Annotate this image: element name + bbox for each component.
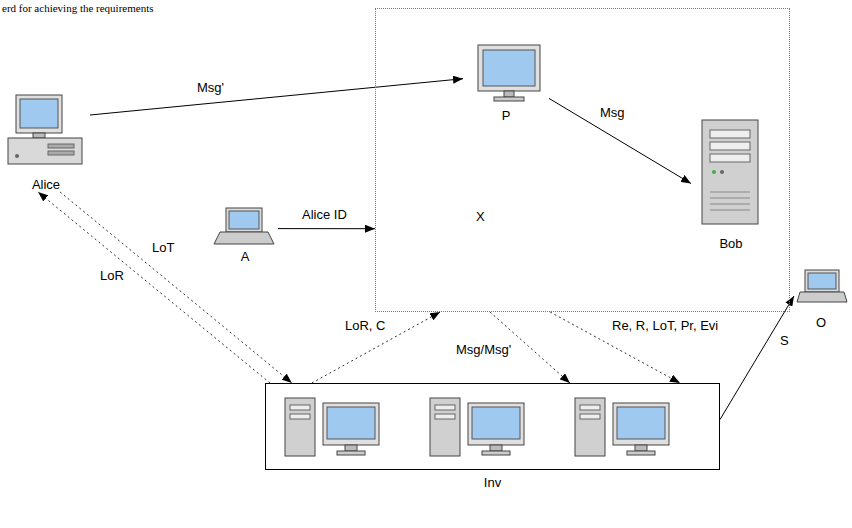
node-label: P xyxy=(502,108,511,123)
dotted-arrow xyxy=(38,192,270,383)
node-label: Bob xyxy=(719,236,742,251)
laptop-icon xyxy=(797,270,847,302)
label-anchor: Msg/Msg' xyxy=(454,342,513,357)
edge-label: S xyxy=(778,333,791,348)
dotted-arrow xyxy=(60,192,292,383)
computer-node: Alice xyxy=(2,92,90,192)
solid-arrow xyxy=(720,296,794,419)
desktop-icon xyxy=(8,95,82,164)
monitor-icon xyxy=(478,45,540,101)
zone-box: X P Bob xyxy=(375,8,790,312)
edge-label: LoT xyxy=(150,240,176,255)
laptop-node: O xyxy=(794,266,848,330)
label-anchor: LoR xyxy=(98,268,126,283)
edge-label: Msg xyxy=(598,105,627,120)
label-anchor: Msg xyxy=(598,105,627,120)
edge-label: LoR, C xyxy=(343,318,387,333)
server-node: Bob xyxy=(691,116,771,251)
dotted-arrow xyxy=(312,312,440,383)
node-label: Alice xyxy=(32,177,60,192)
label-anchor: LoR, C xyxy=(343,318,387,333)
caption-fragment: erd for achieving the requirements xyxy=(2,2,154,15)
edge-label: Re, R, LoT, Pr, Evi xyxy=(610,318,720,333)
label-anchor: Re, R, LoT, Pr, Evi xyxy=(610,318,720,333)
node-label: Inv xyxy=(484,475,501,490)
solid-arrow xyxy=(278,228,375,229)
solid-arrow xyxy=(549,98,691,183)
label-anchor: Msg' xyxy=(195,80,226,95)
edge-label: Alice ID xyxy=(300,207,349,222)
solid-arrow xyxy=(90,79,463,115)
computer-node: P xyxy=(463,41,549,123)
laptop-node: A xyxy=(212,205,278,264)
label-anchor: LoT xyxy=(150,240,176,255)
node-label: O xyxy=(816,315,826,330)
edge-label: Msg/Msg' xyxy=(454,342,513,357)
server-icon xyxy=(702,120,758,224)
server-monitor-icons xyxy=(285,398,669,456)
label-anchor: S xyxy=(778,333,791,348)
node-label: X xyxy=(476,209,485,224)
server-group-box: Inv xyxy=(265,383,720,470)
label-anchor: erd for achieving the requirements xyxy=(2,2,154,15)
label-anchor: Alice ID xyxy=(300,207,349,222)
laptop-icon xyxy=(214,208,274,244)
node-label: A xyxy=(241,249,250,264)
edge-label: Msg' xyxy=(195,80,226,95)
edge-label: LoR xyxy=(98,268,126,283)
